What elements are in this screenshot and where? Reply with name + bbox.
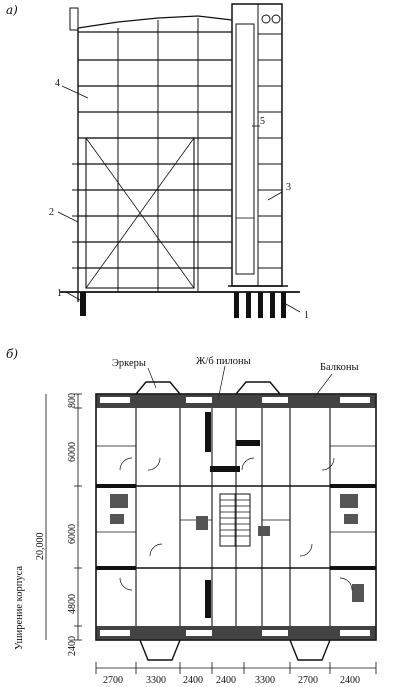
dim-left-4800: 4800	[67, 594, 78, 614]
dim-left-6000-mid: 6000	[67, 524, 78, 544]
pylons	[96, 412, 376, 618]
callout-3: 3	[286, 182, 291, 193]
dim-bottom-3: 2400	[183, 675, 203, 686]
section-label: а)	[6, 3, 18, 17]
floor-plan: б) Эркеры Ж/б пилоны Балконы	[6, 347, 377, 686]
dim-total-20000: 20,000	[35, 533, 46, 561]
left-dimension-line	[45, 393, 82, 641]
bottom-dimension-line	[95, 662, 377, 674]
fixtures	[110, 494, 364, 602]
door-swings	[119, 457, 353, 591]
dim-bottom-1: 2700	[103, 675, 123, 686]
core-floor-lines	[258, 33, 282, 269]
callout-4: 4	[55, 78, 60, 89]
caption-pylons: Ж/б пилоны	[196, 356, 251, 367]
callout-1-left: 1	[57, 288, 62, 299]
callout-1-right: 1	[304, 310, 309, 321]
section-drawing: а)	[6, 3, 309, 321]
caption-balconies: Балконы	[320, 362, 359, 373]
floor-lines	[60, 31, 300, 293]
callout-2: 2	[49, 207, 54, 218]
dim-bottom-7: 2400	[340, 675, 360, 686]
side-note-widening: Уширение корпуса	[14, 566, 25, 650]
dim-bottom-6: 2700	[298, 675, 318, 686]
dim-left-2400: 2400	[67, 636, 78, 656]
dim-bottom-4: 2400	[216, 675, 236, 686]
dim-left-6000-top: 6000	[67, 442, 78, 462]
balcony-ticks	[72, 163, 78, 269]
stair	[219, 493, 251, 547]
dim-left-800: 800	[67, 393, 78, 408]
callout-5: 5	[260, 116, 265, 127]
plan-label: б)	[6, 347, 18, 361]
caption-bay-windows: Эркеры	[112, 358, 146, 369]
dim-bottom-5: 3300	[255, 675, 275, 686]
dim-bottom-2: 3300	[146, 675, 166, 686]
foundation-piles	[80, 285, 288, 318]
